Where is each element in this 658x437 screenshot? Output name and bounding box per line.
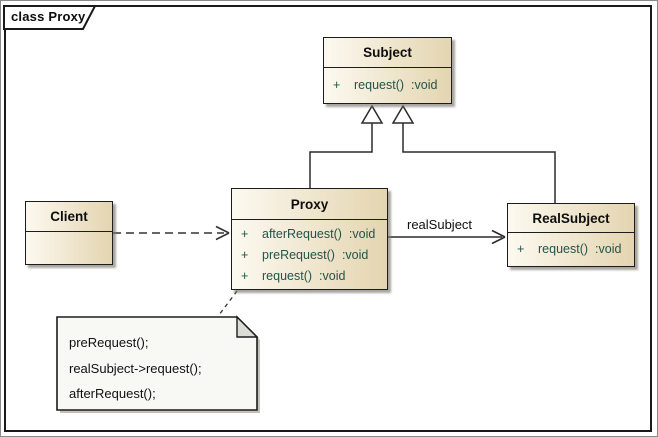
method-visibility: + (241, 247, 249, 262)
class-realsubject-title: RealSubject (508, 204, 634, 233)
note-anchor-link[interactable] (218, 290, 238, 316)
note-fold-corner-icon (236, 315, 259, 338)
method-visibility: + (333, 77, 341, 92)
method-return-type: :void (319, 268, 346, 283)
note-line: afterRequest(); (69, 386, 156, 401)
method-signature: preRequest() (262, 247, 335, 262)
class-client[interactable]: Client (25, 201, 113, 265)
class-subject[interactable]: Subject + request() :void (323, 37, 452, 104)
generalization-proxy-to-subject[interactable] (309, 104, 384, 188)
note-text: preRequest(); realSubject->request(); af… (69, 330, 202, 407)
method-visibility: + (241, 268, 249, 283)
generalization-triangle-icon (391, 104, 415, 124)
open-arrowhead-icon (215, 225, 230, 241)
method-signature: afterRequest() (262, 226, 342, 241)
association-role-label: realSubject (407, 217, 473, 232)
class-client-title: Client (26, 202, 112, 232)
class-proxy[interactable]: Proxy + afterRequest() :void + preReques… (231, 188, 388, 290)
method-row: + afterRequest() :void (232, 223, 387, 244)
method-signature: request() (538, 241, 589, 256)
method-signature: request() (262, 268, 313, 283)
class-realsubject-methods: + request() :void (508, 233, 634, 259)
note-shape[interactable] (56, 315, 260, 413)
note-line: preRequest(); (69, 335, 149, 350)
generalization-realsubject-to-subject[interactable] (391, 104, 556, 203)
method-return-type: :void (341, 247, 369, 262)
note-body (56, 316, 258, 411)
class-subject-methods: + request() :void (324, 68, 451, 95)
method-row: + request() :void (232, 265, 387, 286)
class-proxy-title: Proxy (232, 189, 387, 220)
method-return-type: :void (595, 241, 622, 256)
method-signature: request() (354, 77, 405, 92)
frame-label: class Proxy (11, 9, 86, 24)
diagram-frame (4, 5, 652, 432)
open-arrowhead-icon (491, 229, 506, 245)
method-row: + request() :void (508, 238, 634, 259)
method-visibility: + (517, 241, 525, 256)
frame-tab (3, 5, 97, 30)
method-visibility: + (241, 226, 249, 241)
method-row: + request() :void (324, 74, 451, 95)
method-return-type: :void (348, 226, 376, 241)
dependency-client-to-proxy[interactable] (113, 225, 230, 241)
note-line: realSubject->request(); (69, 360, 202, 376)
class-proxy-methods: + afterRequest() :void + preRequest() :v… (232, 220, 387, 286)
class-realsubject[interactable]: RealSubject + request() :void (507, 203, 635, 267)
method-row: + preRequest() :void (232, 244, 387, 265)
generalization-triangle-icon (360, 104, 384, 124)
method-return-type: :void (411, 77, 438, 92)
association-proxy-to-realsubject[interactable] (388, 229, 506, 245)
class-subject-title: Subject (324, 38, 451, 68)
